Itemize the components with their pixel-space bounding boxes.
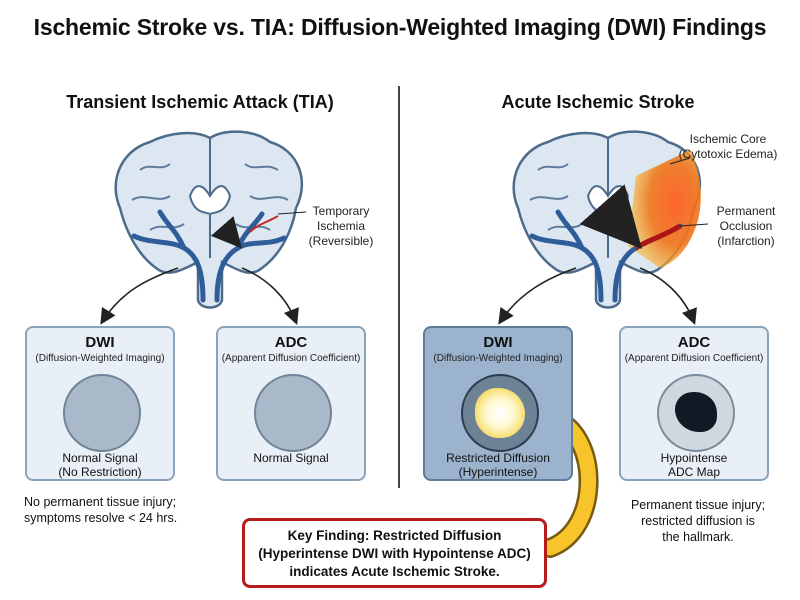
card-subtitle: (Diffusion-Weighted Imaging) — [433, 353, 563, 364]
adc-normal-circle — [254, 374, 332, 452]
card-title: ADC — [274, 334, 308, 351]
stroke-brain — [512, 130, 709, 309]
tia-brain-outline — [114, 130, 304, 309]
card-label: Hypointense ADC Map — [621, 451, 767, 479]
dwi-hyperintense-circle — [461, 374, 539, 452]
card-label: Normal Signal — [218, 451, 364, 465]
card-title: ADC — [677, 334, 711, 351]
occlusion-annotation-line: Occlusion — [719, 219, 773, 233]
occlusion-annotation: Permanent Occlusion (Infarction) — [700, 204, 792, 249]
stroke-dwi-card: DWI (Diffusion-Weighted Imaging) Restric… — [423, 326, 573, 481]
tia-brain — [114, 130, 307, 309]
card-subtitle: (Diffusion-Weighted Imaging) — [35, 353, 165, 364]
card-title: DWI — [483, 334, 513, 351]
page-title: Ischemic Stroke vs. TIA: Diffusion-Weigh… — [33, 14, 767, 40]
tia-annotation-line: Ischemia — [316, 219, 366, 233]
tia-note-line: symptoms resolve < 24 hrs. — [24, 511, 178, 525]
card-label: Normal Signal (No Restriction) — [27, 451, 173, 479]
dwi-normal-circle — [63, 374, 141, 452]
hyperintense-lesion — [475, 388, 525, 438]
occlusion-annotation-line: Permanent — [716, 204, 776, 218]
stroke-note-line: restricted diffusion is — [641, 514, 755, 528]
key-finding-line: Key Finding: Restricted Diffusion — [287, 528, 502, 543]
tia-annotation: Temporary Ischemia (Reversible) — [300, 204, 382, 249]
key-finding-line: indicates Acute Ischemic Stroke. — [289, 564, 500, 579]
card-subtitle: (Apparent Diffusion Coefficient) — [221, 353, 361, 364]
stroke-note: Permanent tissue injury; restricted diff… — [608, 497, 788, 545]
infarct-zone — [628, 150, 701, 268]
occlusion-annotation-line: (Infarction) — [717, 234, 775, 248]
card-label-line: Hypointense — [660, 451, 728, 465]
card-label-line: ADC Map — [667, 465, 720, 479]
connector-arrows — [100, 267, 697, 325]
card-label: Restricted Diffusion (Hyperintense) — [425, 451, 571, 479]
card-label-line: Normal Signal — [253, 451, 329, 465]
stroke-note-line: the hallmark. — [662, 530, 734, 544]
tia-heading: Transient Ischemic Attack (TIA) — [66, 92, 334, 112]
tia-annotation-line: (Reversible) — [308, 234, 374, 248]
occlusion-arrow — [579, 184, 642, 249]
tia-note-line: No permanent tissue injury; — [24, 495, 177, 509]
panel-divider — [398, 86, 400, 488]
stroke-adc-card: ADC (Apparent Diffusion Coefficient) Hyp… — [619, 326, 769, 481]
card-label-line: Normal Signal — [62, 451, 138, 465]
adc-hypointense-circle — [657, 374, 735, 452]
tia-annotation-line: Temporary — [312, 204, 370, 218]
tia-note: No permanent tissue injury; symptoms res… — [24, 494, 264, 526]
hypointense-lesion — [675, 392, 717, 432]
card-title: DWI — [85, 334, 115, 351]
core-annotation-line: (Cytotoxic Edema) — [678, 147, 778, 161]
tia-ischemia-arrow — [210, 216, 242, 249]
key-finding-text: Key Finding: Restricted Diffusion (Hyper… — [245, 527, 544, 581]
card-label-line: Restricted Diffusion — [446, 451, 550, 465]
tia-dwi-card: DWI (Diffusion-Weighted Imaging) Normal … — [25, 326, 175, 481]
card-label-line: (Hyperintense) — [458, 465, 538, 479]
stroke-heading: Acute Ischemic Stroke — [501, 92, 695, 112]
card-label-line: (No Restriction) — [58, 465, 142, 479]
stroke-note-line: Permanent tissue injury; — [630, 498, 766, 512]
tia-adc-card: ADC (Apparent Diffusion Coefficient) Nor… — [216, 326, 366, 481]
core-annotation-line: Ischemic Core — [689, 132, 767, 146]
core-annotation: Ischemic Core (Cytotoxic Edema) — [668, 132, 788, 162]
card-subtitle: (Apparent Diffusion Coefficient) — [624, 353, 764, 364]
key-finding-box: Key Finding: Restricted Diffusion (Hyper… — [242, 518, 547, 588]
key-finding-line: (Hyperintense DWI with Hypointense ADC) — [258, 546, 531, 561]
